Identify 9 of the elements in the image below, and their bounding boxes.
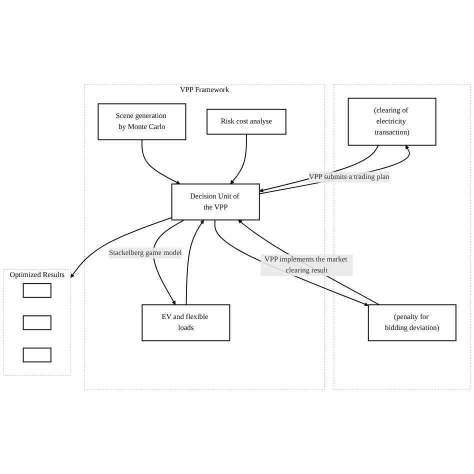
arrow xyxy=(142,139,180,184)
arrow xyxy=(70,217,172,278)
arrow xyxy=(186,220,204,306)
arrow xyxy=(238,220,380,306)
node-box xyxy=(22,283,52,298)
node-box xyxy=(22,315,52,330)
arrow xyxy=(230,134,247,184)
node-box xyxy=(22,348,52,362)
arrow xyxy=(152,219,185,305)
